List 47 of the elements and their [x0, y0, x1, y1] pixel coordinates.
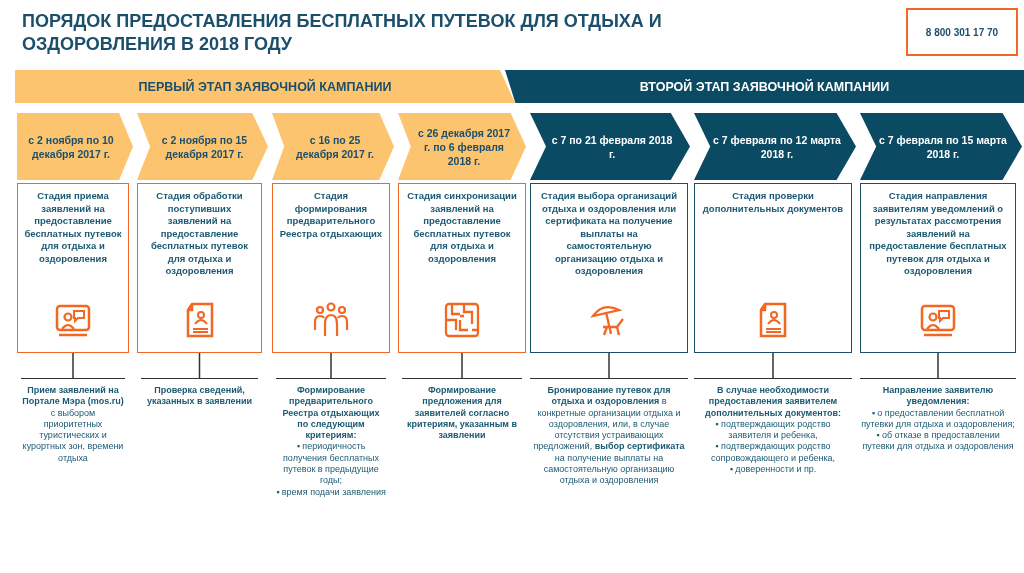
phone-number: 8 800 301 17 70 [906, 8, 1018, 56]
bullet-text: ▪ подтверждающих родство сопровождающего и ребенка, [709, 441, 837, 465]
bullet-text: ▪ подтверждающих родство заявителя и ребенка, [714, 418, 832, 442]
date-range: с 26 декабря 2017 г. по 6 февраля 2018 г. [416, 125, 512, 168]
bullet-text: ▪ об отказе в предоставлении путевки для отдыха и оздоровления [861, 430, 1015, 453]
connector-line [72, 352, 74, 379]
connector-line [937, 352, 939, 379]
stage-card [272, 183, 390, 353]
description-text: Формирование предварительного Реестра отдыхающих по следующим критериям: [281, 385, 381, 442]
stage-card [694, 183, 852, 353]
stage-card [137, 183, 262, 353]
stage-card [17, 183, 129, 353]
connector-line [772, 352, 774, 379]
date-range: с 7 февраля по 12 марта 2018 г. [712, 132, 842, 161]
date-header [17, 113, 133, 180]
bullet-text: ▪ время подачи заявления [276, 486, 386, 498]
date-range: с 7 по 21 февраля 2018 г. [550, 132, 674, 161]
date-range: с 16 по 25 декабря 2017 г. [295, 132, 375, 161]
stage-text: Стадия приема заявлений на предоставление бесплатных путевок для отдыха и оздоровления [24, 190, 122, 265]
description-text: Формирование предложения для заявителей согласно критериям, указанным в заявлении [405, 385, 519, 442]
stage-card [530, 183, 688, 353]
date-range: с 2 ноября по 15 декабря 2017 г. [160, 132, 249, 161]
stage-text: Стадия выбора организаций отдыха и оздоровления или сертификата на получение выплаты на самостоятельную организацию отдыха и оздоровления [540, 190, 678, 278]
connector-line [461, 352, 463, 379]
stage-text: Стадия направления заявителям уведомлений о результатах рассмотрения заявлений на предоставление бесплатных путевок для отдыха и оздоровления [868, 190, 1008, 278]
stage-text: Стадия обработки поступивших заявлений на предоставление бесплатных путевок для отдыха и оздоровления [149, 190, 250, 278]
stage-text: Стадия синхронизации заявлений на предоставление бесплатных путевок для отдыха и оздоровления [406, 190, 518, 265]
phase-banner: ПЕРВЫЙ ЭТАП ЗАЯВОЧНОЙ КАМПАНИИ [15, 70, 515, 103]
description-text: Прием заявлений на Портале Мэра (mos.ru) с выбором приоритетных туристических и курортных зон, времени отдыха [21, 385, 125, 465]
date-range: с 2 ноября по 10 декабря 2017 г. [27, 132, 115, 161]
connector-line [330, 352, 332, 379]
description-text: Бронирование путевок для отдыха и оздоровления в конкретные организации отдыха и оздоровления, или, в случае отсутствия устраивающих предложений, выбор сертификата на получение выплаты на самостоятельную организацию отдыха и оздоровления [532, 385, 686, 487]
page-title: ПОРЯДОК ПРЕДОСТАВЛЕНИЯ БЕСПЛАТНЫХ ПУТЕВОК ДЛЯ ОТДЫХА И ОЗДОРОВЛЕНИЯ В 2018 ГОДУ [22, 10, 662, 56]
description-text: В случае необходимости предоставления заявителем дополнительных документов: [704, 385, 842, 419]
stage-text: Стадия формирования предварительного Реестра отдыхающих [279, 190, 383, 240]
date-range: с 7 февраля по 15 марта 2018 г. [878, 132, 1008, 161]
bullet-text: ▪ периодичность получения бесплатных путевок в предыдущие годы; [281, 441, 381, 487]
connector-line [198, 352, 201, 379]
stage-card [860, 183, 1016, 353]
bullet-text: ▪ о предоставлении бесплатной путевки для отдыха и оздоровления; [860, 407, 1016, 431]
description-text: Проверка сведений, указанных в заявлении [145, 385, 254, 408]
stage-card [398, 183, 526, 353]
phase-banner: ВТОРОЙ ЭТАП ЗАЯВОЧНОЙ КАМПАНИИ [505, 70, 1024, 103]
description-text: Направление заявителю уведомления: [881, 385, 995, 408]
connector-line [608, 352, 610, 379]
bullet-text: ▪ доверенности и пр. [728, 464, 818, 476]
stage-text: Стадия проверки дополнительных документов [701, 190, 845, 215]
